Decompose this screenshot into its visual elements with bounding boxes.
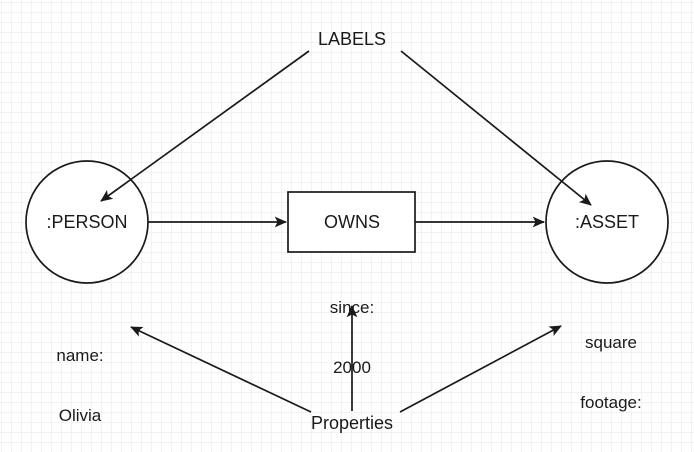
edge-properties-to-person-property xyxy=(130,326,312,413)
property-line: footage: xyxy=(580,393,642,413)
property-line: 2000 xyxy=(333,358,371,378)
properties-heading: Properties xyxy=(310,413,394,433)
node-person-label: :PERSON xyxy=(46,212,128,232)
property-line: since: xyxy=(329,298,375,318)
property-line: Olivia xyxy=(58,406,102,426)
labels-heading: LABELS xyxy=(317,29,387,49)
node-asset-label: :ASSET xyxy=(574,212,640,232)
edge-labels-to-asset xyxy=(400,50,592,206)
edge-properties-to-asset-property xyxy=(399,325,562,413)
node-owns-rect[interactable] xyxy=(287,191,416,253)
property-label-owns: since: 2000 xyxy=(330,258,374,418)
property-line: square xyxy=(585,333,637,353)
edge-labels-to-person xyxy=(100,50,310,202)
node-owns-label: OWNS xyxy=(324,212,380,232)
property-label-asset: square footage: 3000 xyxy=(580,293,641,452)
node-asset-circle[interactable] xyxy=(545,160,669,284)
property-line: name: xyxy=(56,346,104,366)
property-label-person: name: Olivia xyxy=(56,306,103,452)
